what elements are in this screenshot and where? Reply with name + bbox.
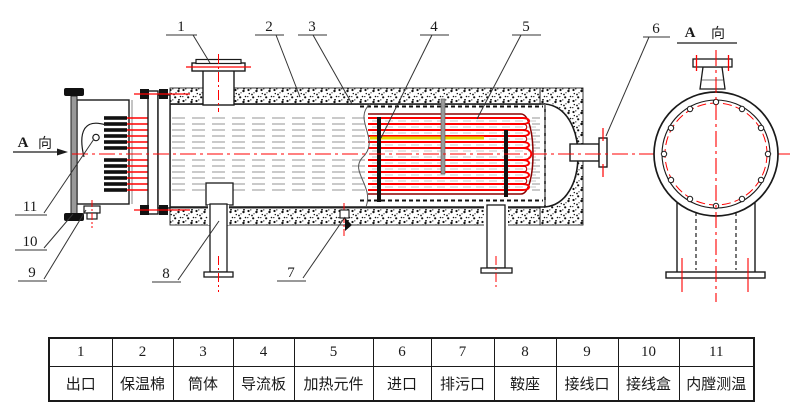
legend-label-5: 加热元件 (293, 366, 374, 402)
wiring-port (83, 200, 101, 228)
legend-label-6: 进口 (372, 366, 432, 402)
heating-elements (368, 113, 534, 195)
callout-numbers: 1 2 3 4 5 6 7 8 9 10 11 (23, 19, 661, 282)
a-view-title-letter: A (685, 25, 696, 41)
view-marker-letter: A (18, 135, 29, 151)
callout-4: 4 (430, 19, 438, 35)
a-view-nozzle (692, 55, 733, 90)
callout-7: 7 (287, 265, 295, 281)
legend-label-2: 保温棉 (111, 366, 174, 402)
callout-3: 3 (308, 19, 316, 35)
bundle-break-line (358, 103, 371, 208)
legend-num-11: 11 (678, 337, 755, 367)
junction-box-cover-plate (70, 95, 78, 215)
legend-num-3: 3 (172, 337, 234, 367)
element-terminals (104, 116, 149, 192)
callout-1: 1 (177, 19, 185, 35)
legend-label-10: 接线盒 (617, 366, 680, 402)
legend-label-9: 接线口 (555, 366, 619, 402)
a-view-title-char: 向 (711, 26, 725, 42)
legend-num-2: 2 (111, 337, 174, 367)
saddle-left (203, 182, 234, 292)
callout-11: 11 (23, 199, 37, 215)
callout-5: 5 (522, 19, 530, 35)
tubesheet-flange (134, 89, 190, 215)
legend-num-8: 8 (493, 337, 557, 367)
view-direction-marker: A 向 (13, 135, 68, 156)
view-direction-arrow (57, 148, 68, 156)
cover-bolt-top (64, 88, 84, 96)
legend-label-11: 内膛测温 (678, 366, 755, 402)
legend-num-4: 4 (232, 337, 295, 367)
legend-label-3: 筒体 (172, 366, 234, 402)
a-view: A 向 (653, 25, 779, 302)
legend-num-6: 6 (372, 337, 432, 367)
inlet-nozzle (569, 128, 608, 177)
legend-label-row: 出口 保温棉 筒体 导流板 加热元件 进口 排污口 鞍座 接线口 接线盒 内膛测… (48, 366, 755, 402)
legend-num-5: 5 (293, 337, 374, 367)
tube-lines-gray-offset (372, 120, 536, 188)
callouts (15, 34, 670, 283)
callout-10: 10 (23, 234, 38, 250)
legend-num-10: 10 (617, 337, 680, 367)
legend-label-4: 导流板 (232, 366, 295, 402)
legend-table: 1 2 3 4 5 6 7 8 9 10 11 出口 保温棉 筒体 导流板 加热… (48, 337, 755, 402)
legend-num-7: 7 (430, 337, 495, 367)
callout-8: 8 (162, 266, 170, 282)
callout-9: 9 (28, 265, 36, 281)
legend-label-1: 出口 (48, 366, 113, 402)
cover-bolt-bottom (64, 213, 84, 221)
legend-label-8: 鞍座 (493, 366, 557, 402)
temp-sensor (81, 122, 107, 158)
view-marker-char: 向 (38, 136, 52, 152)
drain-port (339, 203, 352, 238)
saddle-right (480, 204, 513, 288)
legend-label-7: 排污口 (430, 366, 495, 402)
baffle-plates (377, 98, 508, 202)
legend-num-9: 9 (555, 337, 619, 367)
legend-num-1: 1 (48, 337, 113, 367)
element-shroud (360, 105, 543, 202)
outlet-nozzle (186, 54, 251, 112)
callout-6: 6 (652, 21, 660, 37)
legend-number-row: 1 2 3 4 5 6 7 8 9 10 11 (48, 337, 755, 367)
callout-2: 2 (265, 19, 273, 35)
